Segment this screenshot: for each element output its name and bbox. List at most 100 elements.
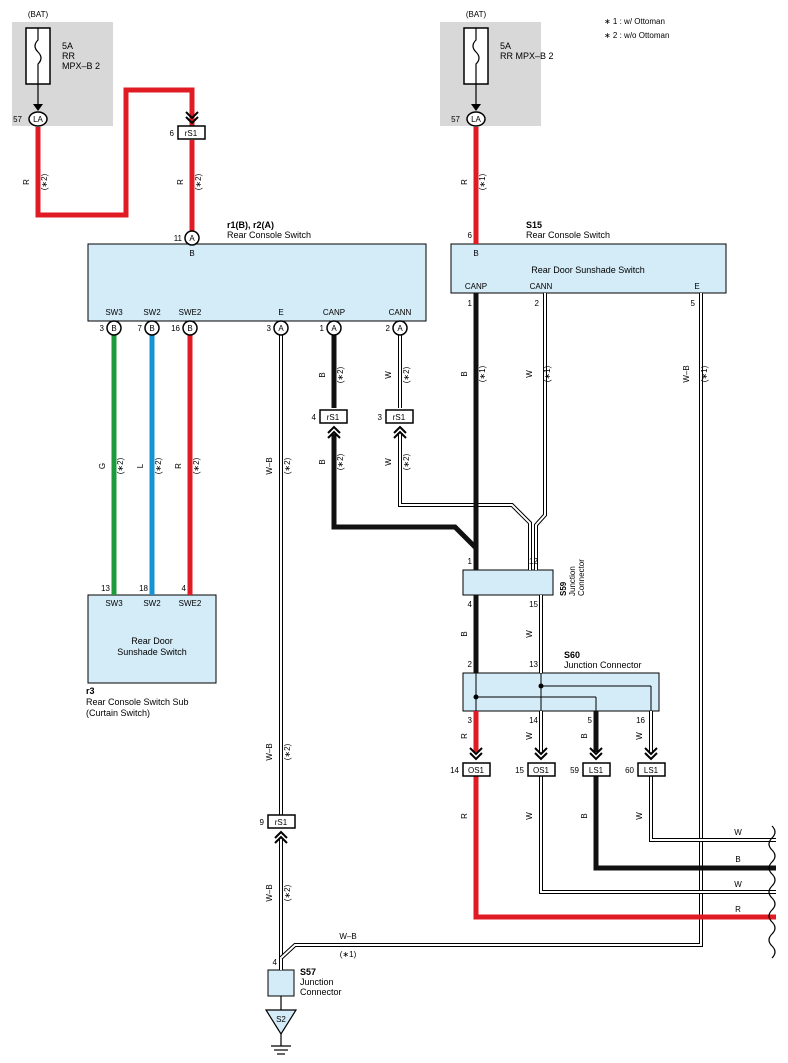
wire-label-right-fuse: R xyxy=(460,179,469,185)
r1-title: r1(B), r2(A) xyxy=(227,220,274,230)
r3-title: r3 xyxy=(86,686,95,696)
os1-a-pin: 14 xyxy=(450,766,459,775)
wire-black-ls1-59 xyxy=(593,776,776,871)
fuse-left-name1: RR xyxy=(62,51,75,61)
wire-break-mark xyxy=(768,825,776,959)
wire-note-right-fuse: (∗1) xyxy=(478,173,487,190)
s15-rear-console-switch-box xyxy=(450,243,727,294)
wire-note-s15-cann: (∗1) xyxy=(543,365,552,382)
fuse-right-rating: 5A xyxy=(500,41,511,51)
rs1-e-pin: 9 xyxy=(260,818,265,827)
wire-label-canp-lower: B xyxy=(318,459,327,464)
r3-label-swe2: SWE2 xyxy=(179,599,202,608)
wire-white-cann xyxy=(398,335,532,570)
ground-label: S2 xyxy=(276,1015,286,1024)
fuse-right-connector: LA xyxy=(471,115,481,124)
s57-title: S57 xyxy=(300,967,316,977)
fuse-left-name2: MPX–B 2 xyxy=(62,61,100,71)
wire-label-cann-lower: W xyxy=(384,458,393,466)
wire-label-s60-14: W xyxy=(525,732,534,740)
os1-b-pin: 15 xyxy=(515,766,524,775)
wire-white-s15-cann xyxy=(534,293,547,570)
s15-subtitle: Rear Console Switch xyxy=(526,230,610,240)
s60-pin-2: 2 xyxy=(468,660,473,669)
rs1-canp-pin: 4 xyxy=(312,413,317,422)
terminal-ovals xyxy=(28,111,486,336)
wire-note-cann-upper: (∗2) xyxy=(402,366,411,383)
wire-note-sw2: (∗2) xyxy=(154,457,163,474)
ls1-b-pin: 60 xyxy=(625,766,634,775)
s60-subtitle: Junction Connector xyxy=(564,660,642,670)
s15-label-e: E xyxy=(694,282,699,291)
wire-label-s15-e: W–B xyxy=(682,365,691,382)
wire-note-bottom-wb: (∗1) xyxy=(340,950,357,959)
fuse-right xyxy=(463,27,489,111)
s15-label-canp: CANP xyxy=(465,282,487,291)
s15-label-cann: CANN xyxy=(530,282,553,291)
note-1: ∗ 1 : w/ Ottoman xyxy=(604,17,665,26)
end-label-w2: W xyxy=(734,880,742,889)
s59-sub1: Junction xyxy=(568,566,577,596)
s57-junction-connector-box xyxy=(267,969,295,997)
r1-label-canp: CANP xyxy=(323,308,345,317)
r1-letter-sw2: B xyxy=(149,324,154,333)
r3-body-line1: Rear Door xyxy=(131,636,173,646)
wire-note-s15-canp: (∗1) xyxy=(478,365,487,382)
r1-pin-swe2: 16 xyxy=(171,324,180,333)
ls1-b-name: LS1 xyxy=(644,766,659,775)
r1-pin-e: 3 xyxy=(267,324,272,333)
s59-junction-connector-box xyxy=(462,569,554,596)
wire-label-cann-upper: W xyxy=(384,371,393,379)
rs1-top-connector xyxy=(177,111,206,140)
wire-label-os1-15: W xyxy=(525,812,534,820)
rs1-cann-connector xyxy=(385,409,414,439)
r1-label-sw2: SW2 xyxy=(143,308,161,317)
wire-label-s60-3: R xyxy=(460,733,469,739)
r1-subtitle: Rear Console Switch xyxy=(227,230,311,240)
s15-body: Rear Door Sunshade Switch xyxy=(531,265,645,275)
r1-pin-sw2: 7 xyxy=(138,324,143,333)
wire-label-canp-upper: B xyxy=(318,372,327,377)
s57-sub1: Junction xyxy=(300,977,334,987)
s60-pin-16: 16 xyxy=(636,716,645,725)
os1-b-name: OS1 xyxy=(533,766,550,775)
s60-junction-connector-box xyxy=(462,672,660,712)
wire-wb-s15-e xyxy=(279,293,703,960)
ground-symbol xyxy=(264,996,298,1055)
wire-label-os1-14: R xyxy=(460,813,469,819)
s60-pin-3: 3 xyxy=(468,716,473,725)
r3-label-sw2: SW2 xyxy=(143,599,161,608)
r3-body-line2: Sunshade Switch xyxy=(117,647,187,657)
s60-pin-5: 5 xyxy=(588,716,593,725)
wire-label-s60-5: B xyxy=(580,733,589,738)
wire-red-left-fuse xyxy=(35,87,195,218)
r1-label-e: E xyxy=(278,308,283,317)
r1-letter-swe2: B xyxy=(187,324,192,333)
wire-label-s60-16: W xyxy=(635,732,644,740)
wire-label-rs1-top: R xyxy=(176,179,185,185)
fuse-right-pin: 57 xyxy=(451,115,460,124)
s15-title: S15 xyxy=(526,220,542,230)
s59-pin-15: 15 xyxy=(529,600,538,609)
note-2: ∗ 2 : w/o Ottoman xyxy=(604,31,669,40)
s59-pin-4: 4 xyxy=(468,600,473,609)
fuse-left-rating: 5A xyxy=(62,41,73,51)
wire-white-os1-15 xyxy=(539,776,776,894)
wire-note-canp-lower: (∗2) xyxy=(336,453,345,470)
wire-white-ls1-60 xyxy=(649,776,776,842)
wire-red-os1-14 xyxy=(473,776,776,920)
fuse-right-panel xyxy=(440,22,541,126)
wire-note-e-lower: (∗2) xyxy=(283,884,292,901)
wire-label-s59-b: B xyxy=(460,631,469,636)
fuse-left-source: (BAT) xyxy=(28,10,49,19)
rs1-top-pin: 6 xyxy=(170,129,175,138)
r3-subtitle2: (Curtain Switch) xyxy=(86,708,150,718)
rs1-top-name: rS1 xyxy=(185,129,198,138)
r1-letter-cann: A xyxy=(397,324,403,333)
s15-top-label: B xyxy=(473,249,478,258)
r3-pin-swe2: 4 xyxy=(182,584,187,593)
s57-pin: 4 xyxy=(273,958,278,967)
s59-title: S59 xyxy=(559,581,568,596)
wire-note-s15-e: (∗1) xyxy=(700,365,709,382)
wire-note-canp-upper: (∗2) xyxy=(336,366,345,383)
